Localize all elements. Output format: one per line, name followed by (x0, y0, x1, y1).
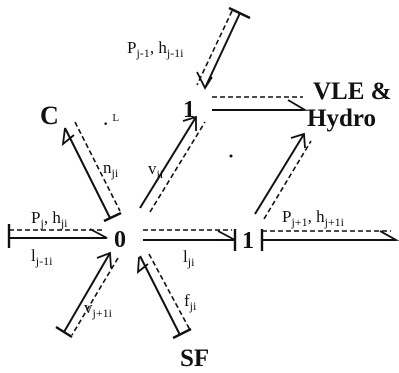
bond-top1-to-vle (212, 96, 309, 111)
causal-stroke (55, 325, 73, 339)
node-c: C (40, 101, 59, 130)
bond-sf-to-zero (136, 253, 192, 340)
bond-right1-to-vle (254, 132, 312, 220)
bond-zero-to-top1 (139, 115, 206, 213)
bond-c-to-zero (61, 121, 122, 223)
label-n-ji: nji (103, 158, 119, 180)
node-zero: 0 (114, 227, 126, 253)
label-l-j-1i: lj-1i (31, 246, 53, 268)
stray-dot (229, 154, 233, 158)
bond-zero-to-right1 (143, 229, 237, 251)
label-v-ji: vji (148, 159, 164, 181)
label-l-dot: ·L (102, 111, 119, 136)
half-arrow-head (379, 230, 399, 241)
node-vle-line1: VLE & (313, 78, 391, 105)
causal-stroke (228, 6, 251, 20)
node-one-right: 1 (242, 228, 254, 254)
bond-left-inflow (7, 224, 108, 248)
label-p-j-1: Pj-1, hj-1i (127, 38, 184, 60)
half-arrow-head (287, 99, 309, 111)
half-arrow-head (182, 115, 197, 131)
label-f-ji: fji (184, 291, 197, 313)
half-arrow-head (196, 71, 213, 90)
causal-stroke (172, 327, 192, 340)
label-l-ji: lji (183, 247, 195, 269)
bond-top-inflow (196, 6, 251, 90)
half-arrow-head (217, 230, 236, 241)
half-arrow-head (61, 127, 75, 147)
node-one-top: 1 (183, 97, 195, 123)
label-p-jp1: Pj+1, hj+1i (282, 207, 345, 229)
half-arrow-head (136, 256, 149, 274)
half-arrow-head (89, 228, 108, 239)
causal-stroke (103, 211, 122, 223)
half-arrow-head (290, 132, 306, 149)
bond-right-outflow (260, 229, 399, 251)
label-v-jp1: vj+1i (84, 298, 113, 320)
bond-zero-to-lower-left (55, 251, 119, 339)
node-vle-line2: Hydro (307, 105, 376, 132)
node-sf: SF (180, 345, 209, 372)
label-p-j: Pj, hji (31, 208, 68, 230)
half-arrow-head (96, 251, 112, 269)
